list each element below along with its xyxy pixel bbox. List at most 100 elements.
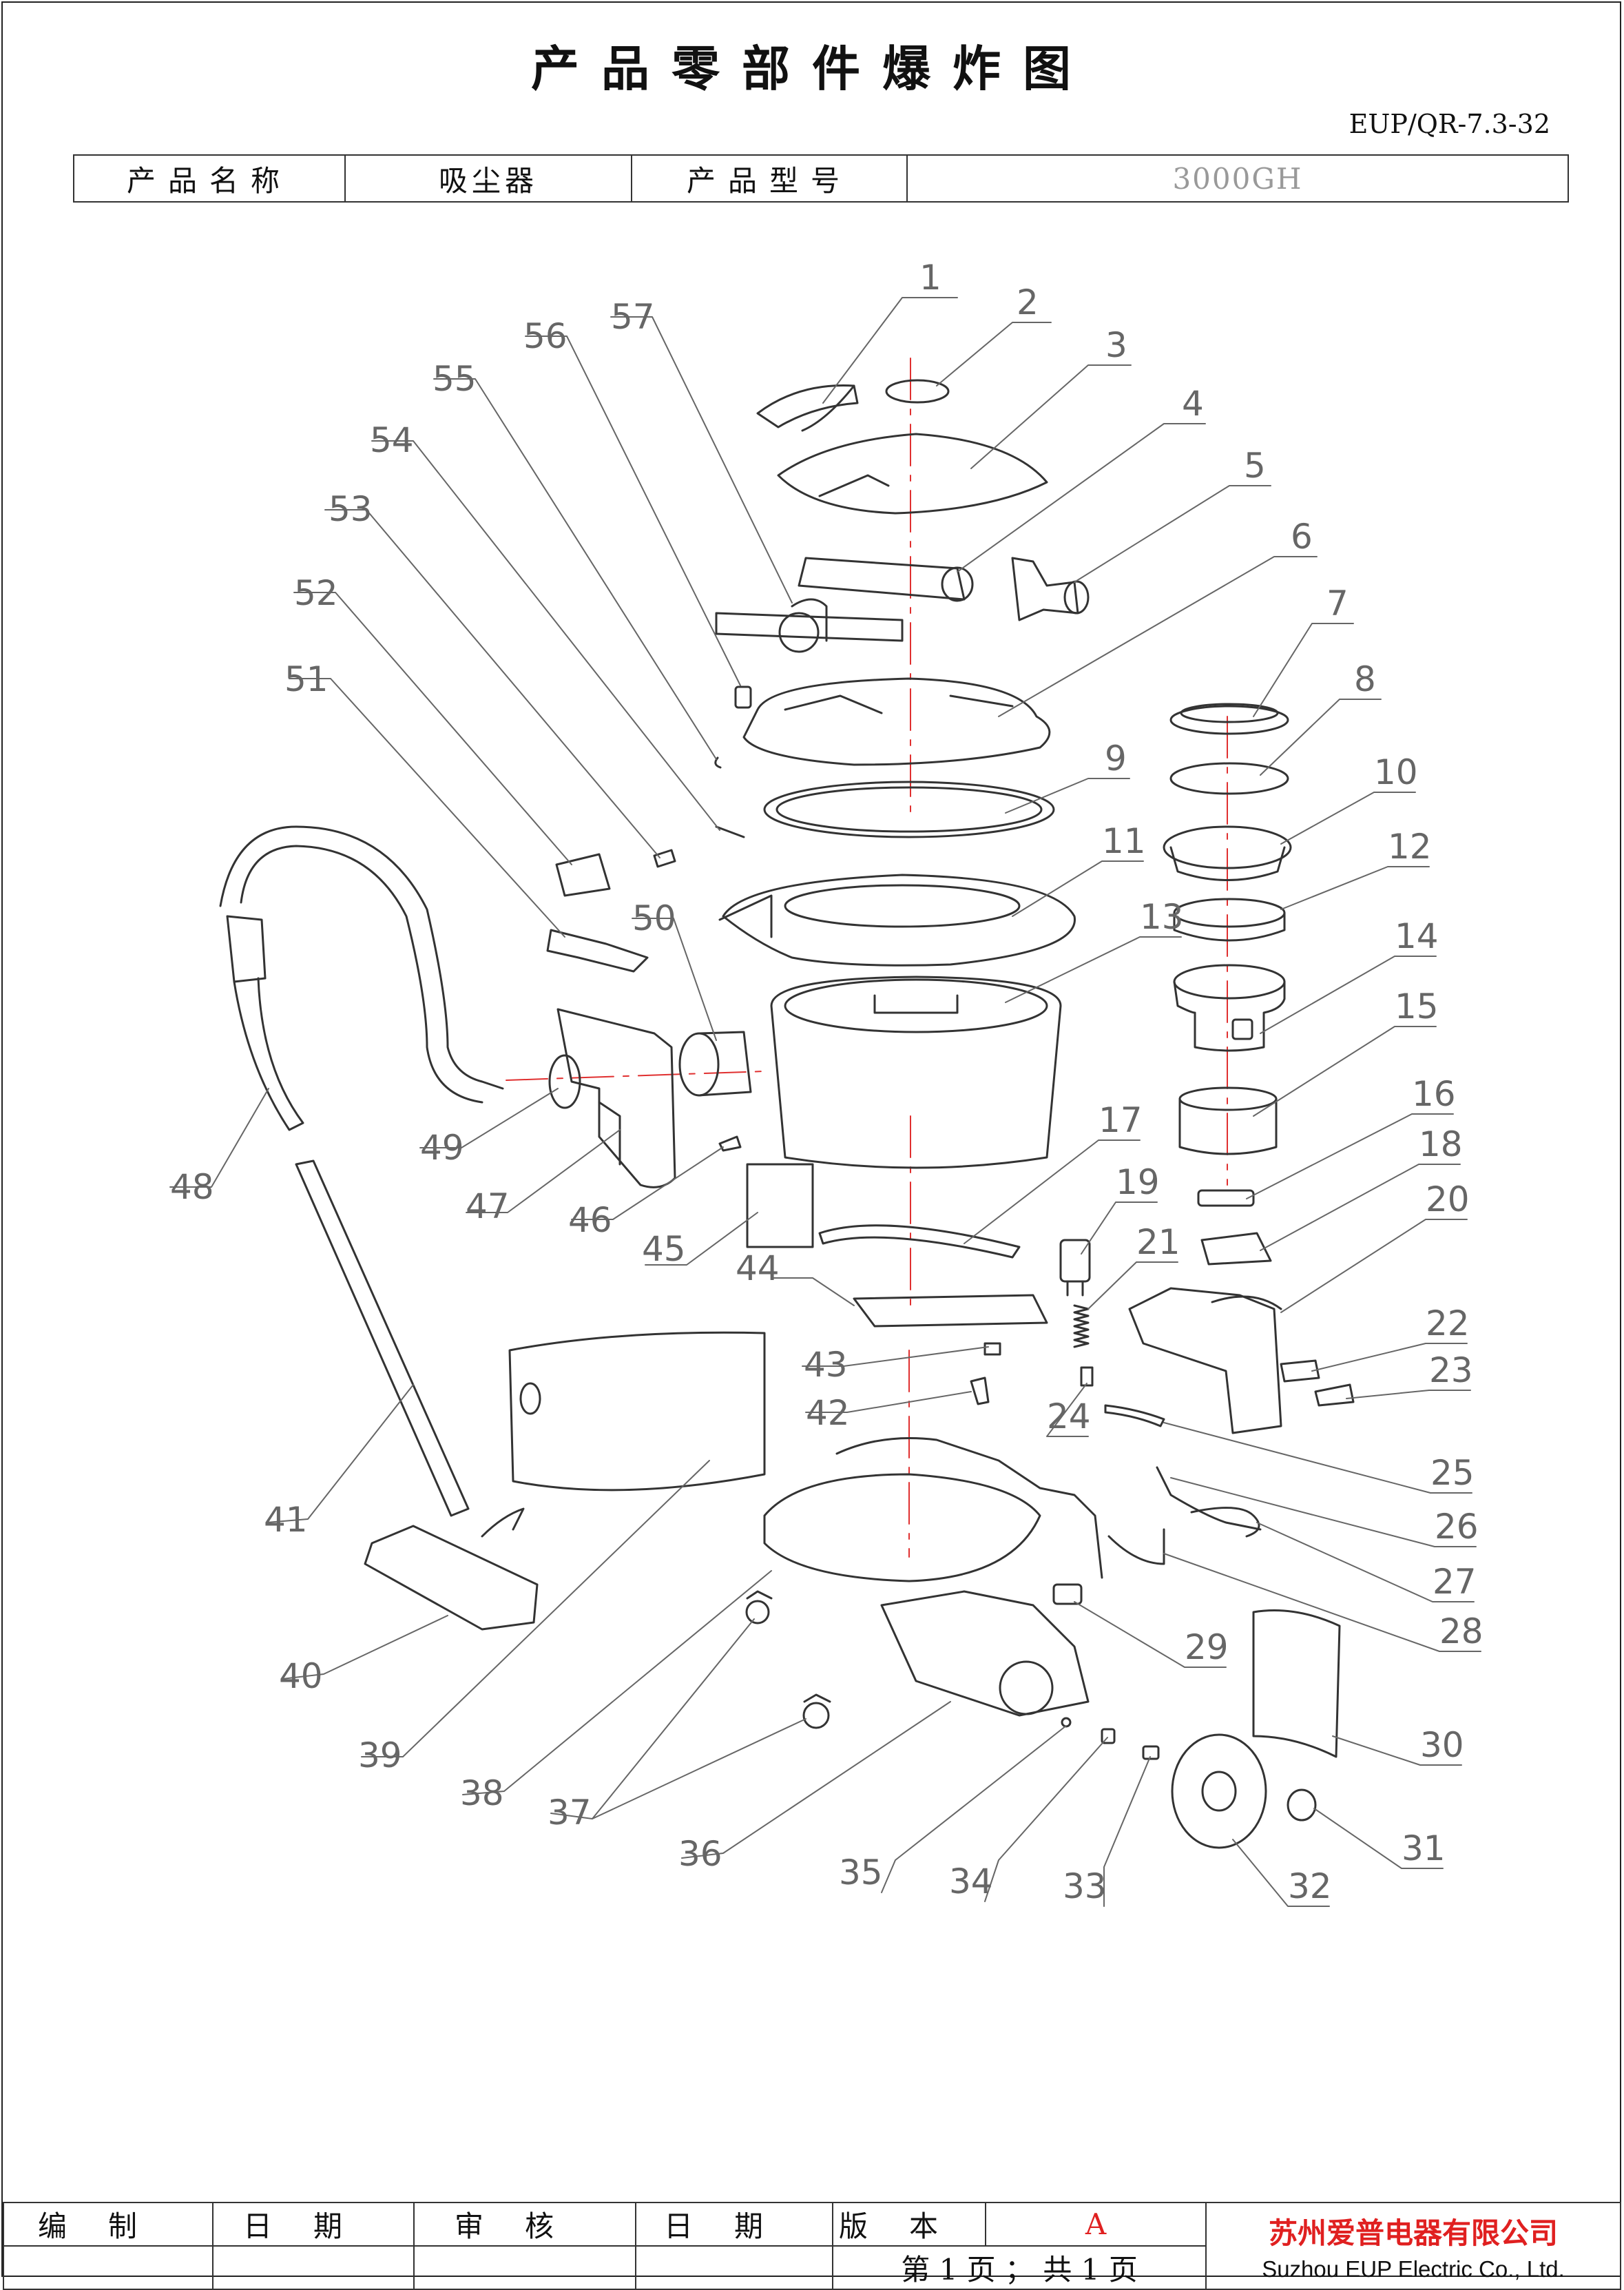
part-filter-bag	[508, 1331, 766, 1492]
callout-41: 41	[264, 1500, 308, 1540]
product-model-label: 产品型号	[631, 154, 908, 203]
callout-46: 46	[568, 1200, 612, 1240]
callout-35: 35	[839, 1853, 883, 1892]
part-power-cord	[1156, 1466, 1262, 1531]
part-latch-52	[555, 853, 611, 897]
version-value: A	[985, 2202, 1207, 2247]
footer-table: 编制 日期 审核 日期 版本 A 苏州爱普电器有限公司 Suzhou EUP E…	[3, 2202, 1621, 2290]
version-label: 版本	[832, 2202, 986, 2247]
part-main-handle	[715, 598, 904, 653]
callout-38: 38	[460, 1773, 504, 1813]
part-outlet-connector	[1011, 557, 1090, 621]
part-tank-body	[770, 976, 1062, 1169]
product-model-value: 3000GH	[906, 154, 1569, 203]
part-hose-connector	[678, 1031, 752, 1097]
part-upper-shell	[718, 874, 1076, 967]
callout-numbers: 1 2 3 4 5 6 7 8 9 10 11 12 13 14 15 16 1…	[170, 258, 1484, 1906]
callout-57: 57	[611, 297, 655, 337]
part-spring	[1073, 1304, 1090, 1348]
callout-6: 6	[1291, 517, 1313, 557]
part-motor	[1173, 964, 1286, 1052]
callout-48: 48	[170, 1167, 214, 1207]
callout-30: 30	[1420, 1725, 1464, 1765]
part-small-cover	[885, 379, 950, 404]
callout-28: 28	[1439, 1611, 1484, 1651]
callout-1: 1	[919, 258, 941, 298]
part-filter-ring	[1169, 703, 1289, 735]
company-name-en: Suzhou EUP Electric Co., Ltd.	[1262, 2256, 1565, 2282]
callout-32: 32	[1288, 1866, 1332, 1906]
part-axle-33	[1142, 1745, 1160, 1760]
part-wheel-cap	[1287, 1788, 1317, 1822]
part-motor-sleeve	[1178, 1086, 1278, 1155]
compiled-value	[3, 2245, 214, 2290]
part-motor-base	[1197, 1189, 1255, 1207]
callout-24: 24	[1047, 1396, 1091, 1436]
product-name-value: 吸尘器	[344, 154, 632, 203]
callout-44: 44	[736, 1248, 780, 1288]
part-filter-cage	[1163, 825, 1292, 881]
callout-39: 39	[358, 1735, 402, 1775]
callout-15: 15	[1395, 987, 1439, 1027]
callout-33: 33	[1063, 1866, 1107, 1906]
date-label-1: 日期	[212, 2202, 415, 2247]
part-motor-housing-cover	[742, 677, 1051, 766]
part-pad-22	[1280, 1359, 1320, 1383]
date-value-1	[212, 2245, 415, 2290]
part-rear-housing	[1128, 1287, 1282, 1434]
callout-11: 11	[1102, 821, 1146, 861]
part-latch-51	[546, 929, 649, 973]
callout-19: 19	[1116, 1162, 1160, 1202]
review-value	[413, 2245, 636, 2290]
part-flexible-hose	[219, 825, 504, 1131]
callout-2: 2	[1017, 282, 1039, 322]
callout-50: 50	[632, 898, 676, 938]
part-caster-upper	[745, 1590, 773, 1624]
part-top-lid	[777, 433, 1048, 515]
part-bushing-34	[1101, 1728, 1116, 1744]
part-screw-46	[718, 1135, 742, 1152]
part-handle-grip	[756, 384, 859, 432]
callout-13: 13	[1140, 897, 1184, 937]
callout-26: 26	[1435, 1507, 1479, 1547]
callout-49: 49	[420, 1128, 464, 1168]
part-wire-28	[1107, 1528, 1165, 1565]
callout-16: 16	[1412, 1074, 1456, 1114]
callout-29: 29	[1185, 1627, 1229, 1667]
part-terminal	[1080, 1366, 1094, 1387]
callout-42: 42	[806, 1393, 850, 1433]
callout-9: 9	[1105, 739, 1127, 778]
callout-43: 43	[804, 1345, 848, 1385]
callout-36: 36	[678, 1834, 722, 1874]
callout-45: 45	[642, 1229, 686, 1269]
part-wheel	[1171, 1733, 1267, 1849]
part-gasket-ring	[763, 781, 1055, 838]
part-exhaust-tube	[798, 557, 974, 602]
part-bottom-tray	[763, 1437, 1103, 1582]
callout-31: 31	[1402, 1828, 1446, 1868]
callout-25: 25	[1430, 1453, 1475, 1493]
part-caster-lower	[802, 1693, 831, 1729]
callout-20: 20	[1426, 1179, 1470, 1219]
center-axis-lines	[506, 358, 1228, 1558]
part-filter-panel	[746, 1163, 814, 1248]
part-motor-seal-ring	[1173, 898, 1286, 942]
part-hose-ring	[548, 1054, 581, 1109]
part-floor-nozzle	[364, 1507, 539, 1631]
callout-8: 8	[1354, 659, 1376, 699]
part-chassis	[880, 1590, 1090, 1717]
date-value-2	[635, 2245, 833, 2290]
part-pad-23	[1314, 1383, 1355, 1407]
callout-47: 47	[466, 1186, 510, 1226]
callout-51: 51	[284, 659, 329, 699]
part-rod-54	[715, 825, 745, 838]
part-pin-53	[653, 849, 676, 868]
part-switch-cover	[1200, 1232, 1272, 1266]
part-grip-housing	[556, 1008, 676, 1188]
callout-12: 12	[1388, 827, 1432, 867]
company-block: 苏州爱普电器有限公司 Suzhou EUP Electric Co., Ltd.	[1205, 2202, 1621, 2290]
callout-40: 40	[279, 1656, 323, 1696]
callout-4: 4	[1182, 384, 1204, 424]
compiled-label: 编制	[3, 2202, 214, 2247]
